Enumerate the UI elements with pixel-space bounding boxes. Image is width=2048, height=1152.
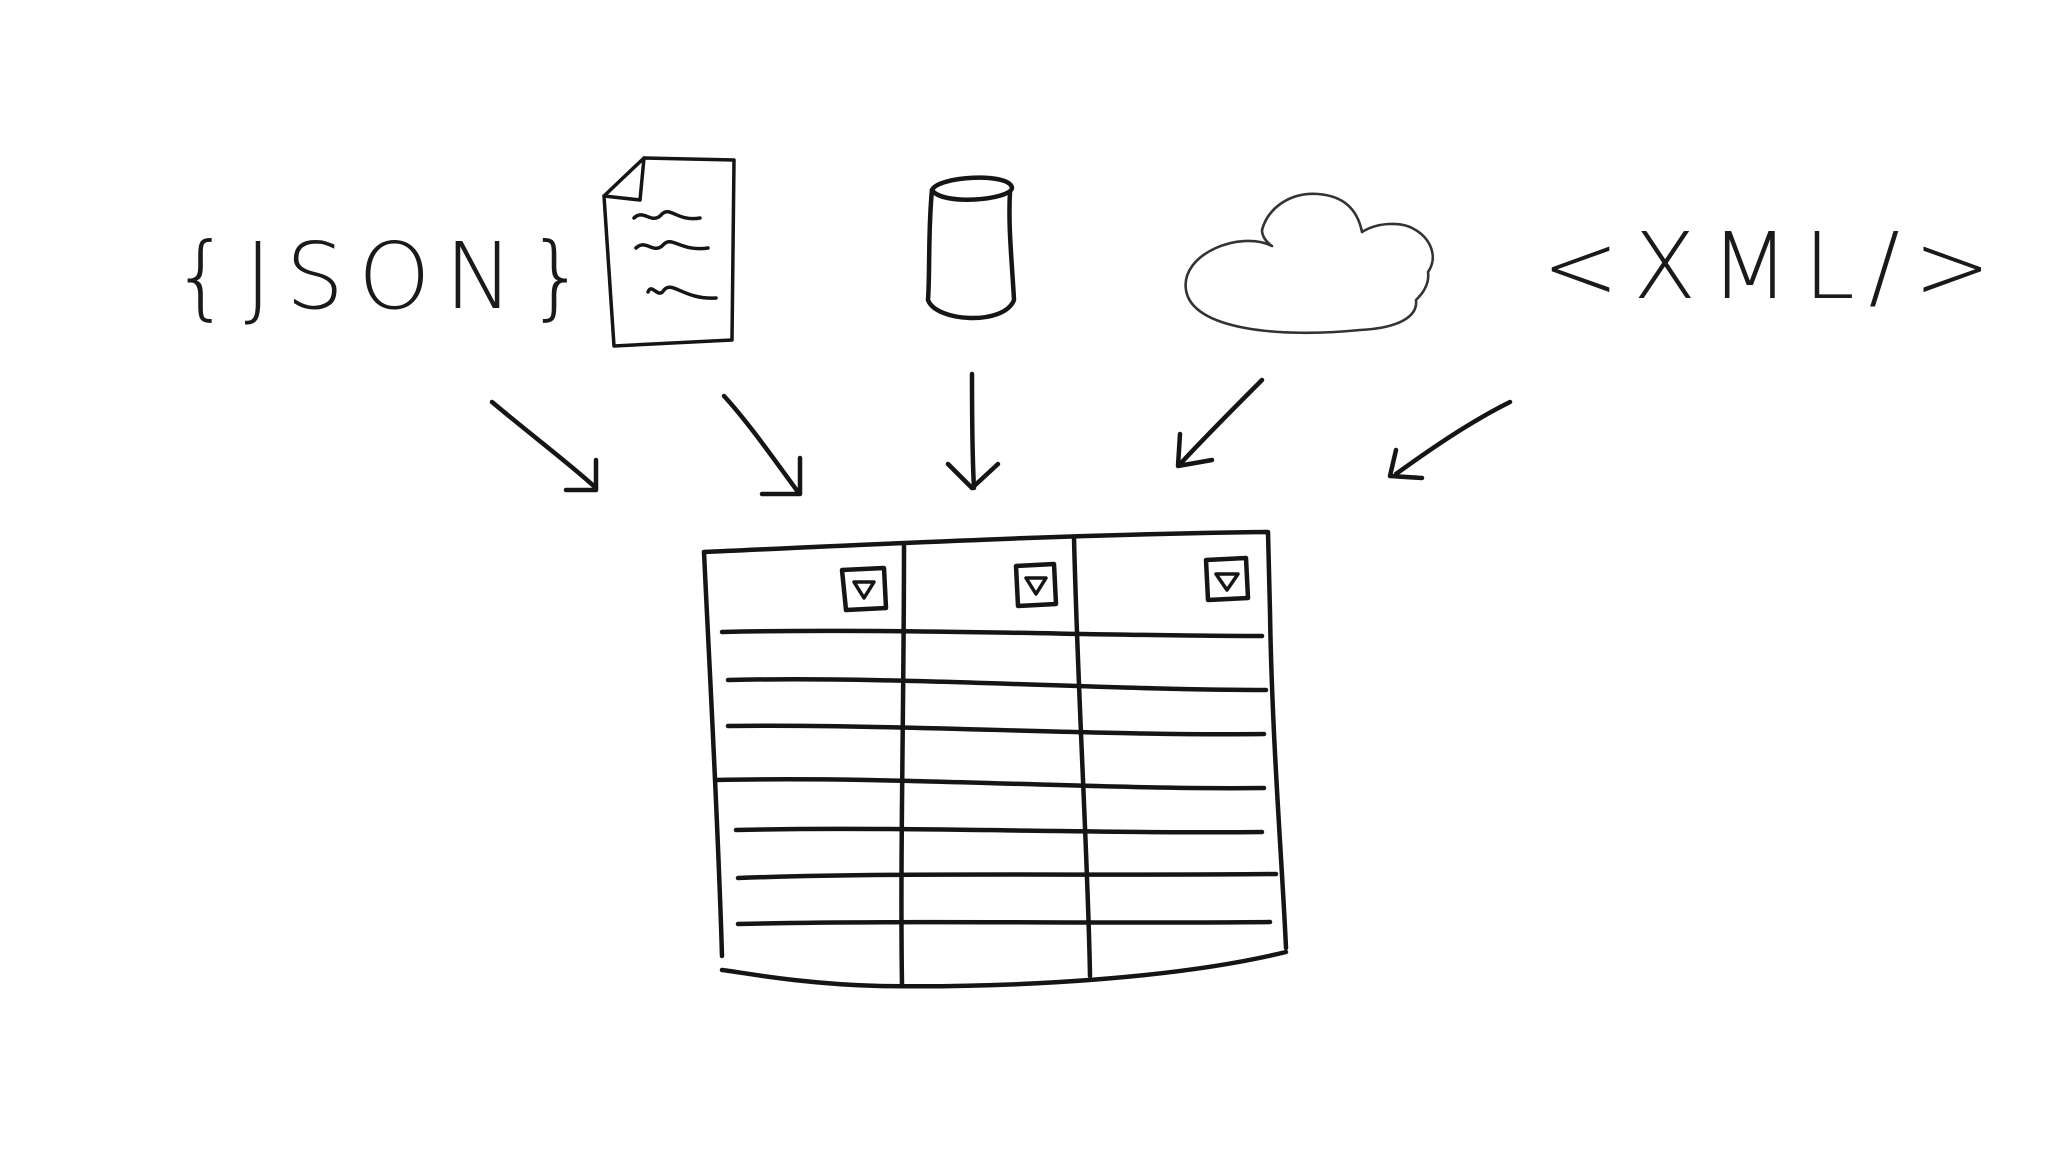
cloud-icon bbox=[1184, 192, 1434, 335]
table-row bbox=[713, 777, 1267, 791]
xml-source: <XML/> bbox=[1542, 213, 2005, 320]
arrows bbox=[489, 371, 1513, 497]
arrow-down-icon bbox=[1175, 377, 1265, 469]
table-row bbox=[725, 723, 1267, 737]
xml-label: <XML/> bbox=[1542, 213, 2005, 320]
json-label: {JSON} bbox=[172, 223, 600, 330]
arrow-down-icon bbox=[945, 371, 1001, 491]
filter-dropdown-icon bbox=[1203, 555, 1251, 603]
arrow-down-icon bbox=[721, 393, 803, 497]
database-cylinder-icon bbox=[925, 175, 1017, 321]
table-row bbox=[735, 871, 1279, 881]
filter-dropdown-icon bbox=[1013, 561, 1059, 609]
json-source: {JSON} bbox=[172, 223, 600, 330]
document-icon bbox=[602, 156, 736, 348]
table-grid-icon bbox=[701, 529, 1289, 989]
arrow-down-icon bbox=[489, 399, 599, 493]
table-row bbox=[733, 826, 1265, 835]
table-row bbox=[735, 919, 1273, 927]
arrow-down-icon bbox=[1387, 399, 1513, 481]
filter-dropdown-icon bbox=[839, 565, 889, 613]
table-row bbox=[719, 628, 1265, 639]
table-row bbox=[725, 677, 1269, 693]
